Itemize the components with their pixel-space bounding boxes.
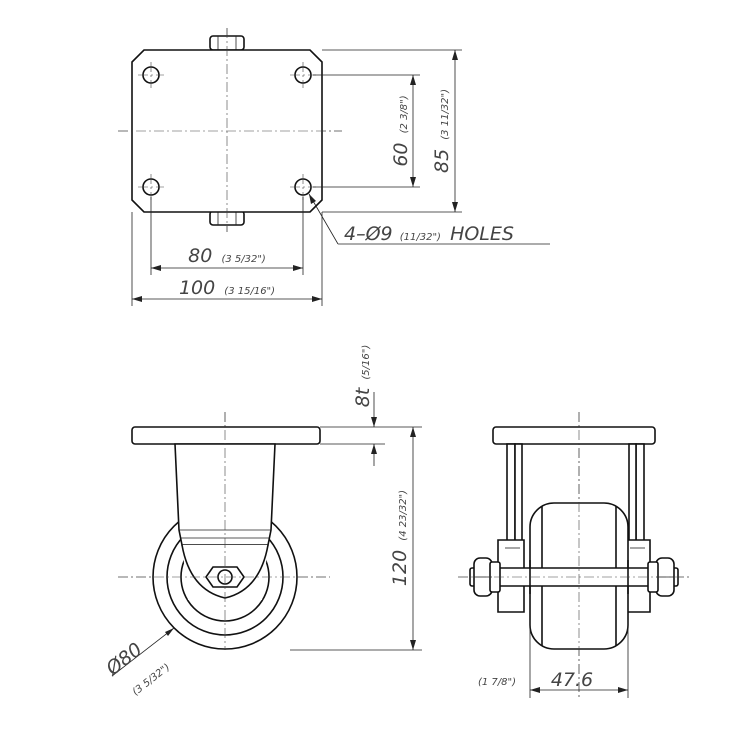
dim-60-label: 60 (2 3/8")	[390, 95, 412, 166]
dim-120-label: 120 (4 23/32")	[389, 490, 411, 586]
side-view: 8t (5/16") 120 (4 23/32") Ø80 (3 5/32")	[101, 345, 422, 698]
top-view: 80 (3 5/32") 100 (3 15/16") 60 (2 3/8") …	[118, 28, 550, 306]
dim-85-label: 85 (3 11/32")	[431, 89, 453, 173]
side-plate	[131, 426, 321, 445]
front-plate	[492, 426, 656, 445]
dim-wheel-diameter-label: Ø80	[101, 639, 146, 681]
dim-100-label: 100 (3 15/16")	[179, 277, 275, 299]
mounting-holes	[138, 62, 316, 200]
dim-8t-label: 8t (5/16")	[352, 345, 374, 408]
front-view: 47.6 (1 7/8")	[458, 412, 690, 700]
dim-width-imperial: (1 7/8")	[478, 677, 516, 688]
dim-width-label: 47.6	[551, 669, 593, 691]
dim-wheel-diameter-imperial: (3 5/32")	[131, 662, 173, 698]
holes-callout-label: 4–Ø9 (11/32") HOLES	[344, 223, 514, 245]
dim-80-label: 80 (3 5/32")	[188, 245, 266, 267]
